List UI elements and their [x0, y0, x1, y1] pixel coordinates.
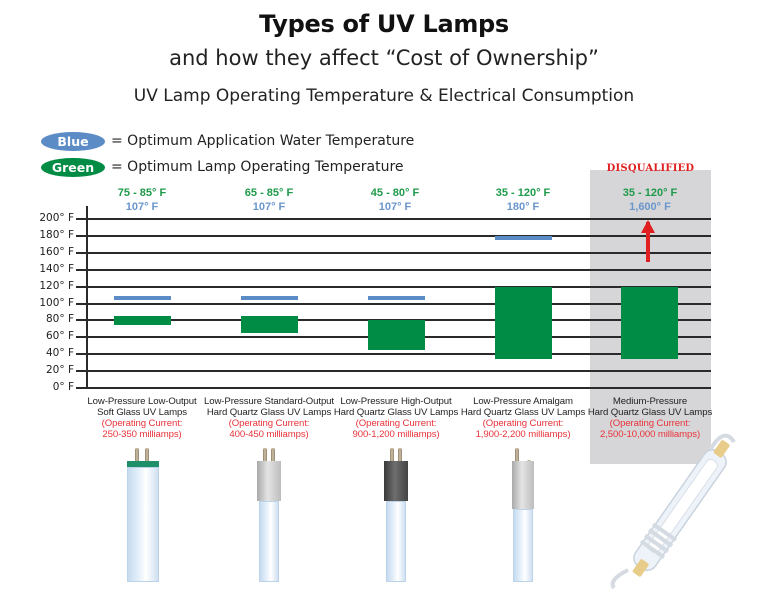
high-output-lamp-icon [384, 448, 408, 584]
category-label-3: Low-Pressure High-Output Hard Quartz Gla… [331, 396, 461, 440]
gridline [76, 353, 711, 355]
category-label-4: Low-Pressure Amalgam Hard Quartz Glass U… [458, 396, 588, 440]
blue-bar-4 [495, 236, 552, 240]
gridline [76, 235, 711, 237]
green-bar-2 [241, 316, 298, 333]
category-name-line: Medium-Pressure [612, 396, 688, 407]
category-label-2: Low-Pressure Standard-Output Hard Quartz… [204, 396, 334, 440]
category-name-line: Low-Pressure Low-Output [87, 396, 197, 407]
column-header-5: 35 - 120° F 1,600° F [590, 186, 710, 214]
y-tick-label: 140° F [39, 263, 74, 275]
column-header-1: 75 - 85° F 107° F [82, 186, 202, 214]
legend-text-blue: = Optimum Application Water Temperature [111, 133, 415, 149]
y-tick-label: 200° F [39, 212, 74, 224]
legend-pill-blue: Blue [41, 131, 105, 151]
category-name-line: Low-Pressure Standard-Output [204, 396, 334, 407]
chart-title: UV Lamp Operating Temperature & Electric… [133, 86, 635, 106]
gridline [76, 286, 711, 288]
green-range-label: 65 - 85° F [244, 187, 294, 199]
operating-current-line: 400-450 milliamps) [229, 429, 309, 440]
operating-current-line: 900-1,200 milliamps) [352, 429, 440, 440]
disqualified-label: DISQUALIFIED [606, 163, 695, 174]
category-name-line: Low-Pressure High-Output [340, 396, 452, 407]
blue-temp-label: 107° F [378, 201, 412, 213]
green-range-label: 45 - 80° F [370, 187, 420, 199]
category-name-line: Hard Quartz Glass UV Lamps [587, 407, 713, 418]
gridline [76, 218, 711, 220]
column-header-3: 45 - 80° F 107° F [335, 186, 455, 214]
y-tick-label: 180° F [39, 229, 74, 241]
category-name-line: Hard Quartz Glass UV Lamps [333, 407, 459, 418]
y-tick-label: 120° F [39, 280, 74, 292]
operating-current-line: (Operating Current: [228, 418, 310, 429]
gridline [76, 370, 711, 372]
operating-current-line: (Operating Current: [355, 418, 437, 429]
legend-text-green: = Optimum Lamp Operating Temperature [111, 159, 404, 175]
operating-current-line: (Operating Current: [609, 418, 691, 429]
y-tick-label: 20° F [46, 364, 74, 376]
y-tick-label: 0° F [52, 381, 74, 393]
y-tick-label: 40° F [46, 347, 74, 359]
category-name-line: Hard Quartz Glass UV Lamps [206, 407, 332, 418]
category-name-line: Soft Glass UV Lamps [97, 407, 187, 418]
blue-temp-label: 107° F [125, 201, 159, 213]
gridline [76, 303, 711, 305]
blue-bar-1 [114, 296, 171, 300]
column-header-2: 65 - 85° F 107° F [209, 186, 329, 214]
blue-temp-label: 1,600° F [629, 201, 671, 213]
green-range-label: 75 - 85° F [117, 187, 167, 199]
operating-current-line: (Operating Current: [101, 418, 183, 429]
green-bar-5 [621, 287, 678, 359]
page-subtitle: and how they affect “Cost of Ownership” [169, 46, 599, 70]
y-tick-label: 80° F [46, 313, 74, 325]
column-header-4: 35 - 120° F 180° F [463, 186, 583, 214]
category-label-1: Low-Pressure Low-Output Soft Glass UV La… [77, 396, 207, 440]
soft-glass-lamp-icon [126, 448, 160, 584]
blue-temp-label: 180° F [506, 201, 540, 213]
y-tick-label: 160° F [39, 246, 74, 258]
blue-bar-2 [241, 296, 298, 300]
category-label-5: Medium-Pressure Hard Quartz Glass UV Lam… [585, 396, 715, 440]
category-name-line: Hard Quartz Glass UV Lamps [460, 407, 586, 418]
green-range-label: 35 - 120° F [622, 187, 678, 199]
operating-current-line: 250-350 milliamps) [102, 429, 182, 440]
green-bar-3 [368, 320, 425, 350]
y-tick-label: 100° F [39, 297, 74, 309]
standard-output-lamp-icon [257, 448, 281, 584]
blue-bar-3 [368, 296, 425, 300]
legend-item-green: Green = Optimum Lamp Operating Temperatu… [41, 157, 404, 177]
green-bar-4 [495, 287, 552, 359]
green-bar-1 [114, 316, 171, 325]
green-range-label: 35 - 120° F [495, 187, 551, 199]
y-axis [86, 206, 88, 389]
legend-item-blue: Blue = Optimum Application Water Tempera… [41, 131, 414, 151]
gridline [76, 269, 711, 271]
operating-current-line: 2,500-10,000 milliamps) [599, 429, 701, 440]
category-name-line: Low-Pressure Amalgam [473, 396, 573, 407]
gridline [76, 252, 711, 254]
up-arrow-shaft [646, 222, 650, 262]
amalgam-lamp-icon [512, 448, 538, 584]
gridline [76, 387, 711, 389]
operating-current-line: (Operating Current: [482, 418, 564, 429]
legend-pill-green: Green [41, 157, 105, 177]
blue-temp-label: 107° F [252, 201, 286, 213]
operating-current-line: 1,900-2,200 milliamps) [475, 429, 571, 440]
y-tick-label: 60° F [46, 330, 74, 342]
medium-pressure-lamp-icon [600, 420, 768, 590]
page-title: Types of UV Lamps [259, 10, 509, 38]
